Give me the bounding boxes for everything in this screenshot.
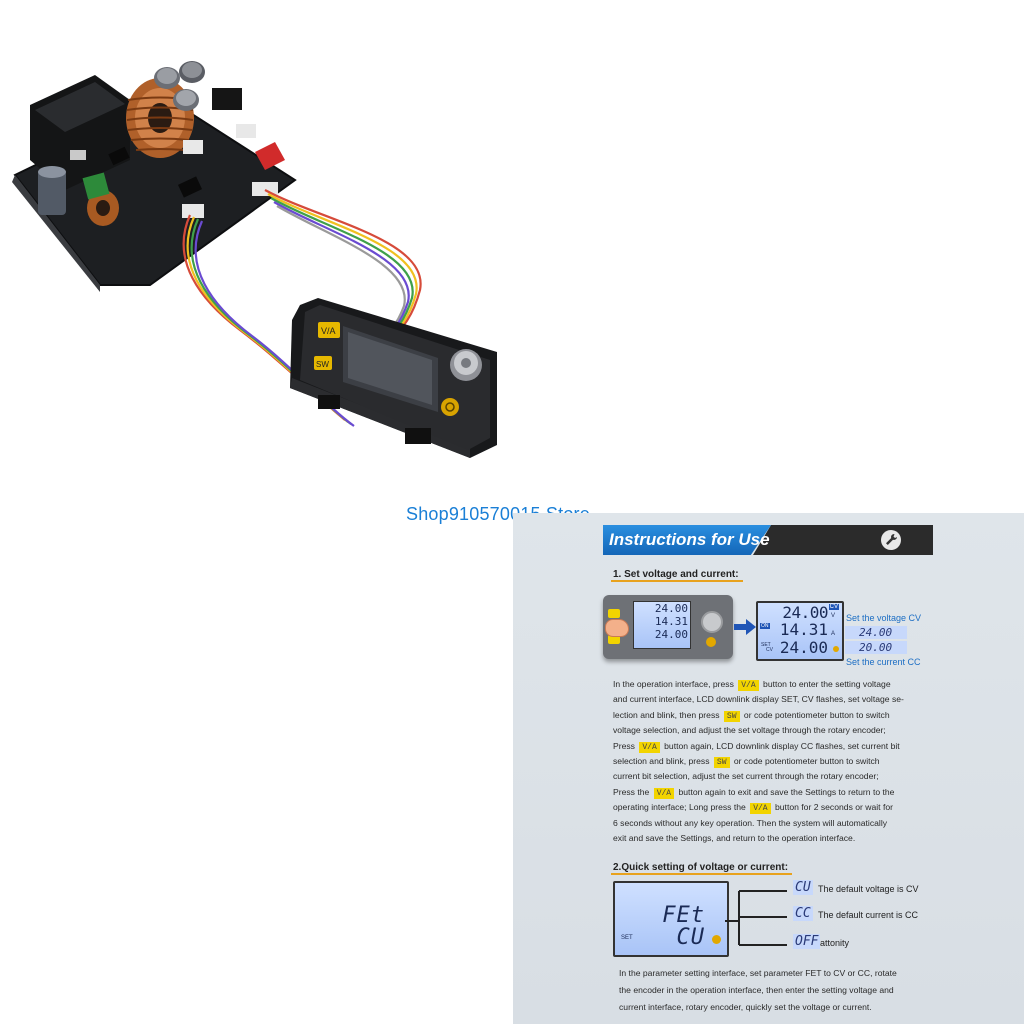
paragraph-text: exit and save the Settings, and return t… [613, 833, 856, 844]
option-label: attonity [820, 938, 850, 948]
button-tag: V/A [750, 803, 771, 815]
option-code: OFF [793, 934, 821, 949]
paragraph-line: Press the V/A button again to exit and s… [613, 785, 918, 800]
paragraph-text: voltage selection, and adjust the set vo… [613, 725, 886, 736]
paragraph-text: operating interface; Long press the [613, 802, 749, 813]
section1-heading: 1. Set voltage and current: [611, 569, 743, 582]
paragraph-line: In the operation interface, press V/A bu… [613, 677, 918, 692]
svg-text:SW: SW [316, 360, 329, 369]
paragraph-line: In the parameter setting interface, set … [619, 968, 897, 978]
display-module: V/A SW [290, 298, 497, 458]
section2-paragraph: In the parameter setting interface, set … [619, 965, 919, 1016]
device-lcd: 24.00 14.31 24.00 [633, 601, 691, 649]
paragraph-text: current bit selection, adjust the set cu… [613, 771, 879, 782]
paragraph-text: button again, LCD downlink display CC fl… [661, 740, 900, 751]
paragraph-text: Press [613, 740, 638, 751]
option-bracket [725, 890, 787, 946]
button-tag: SW [723, 710, 740, 722]
paragraph-text: or code potentiometer button to switch [741, 709, 890, 720]
button-tag: SW [713, 757, 730, 769]
instructions-panel: Instructions for Use 1. Set voltage and … [513, 513, 1024, 1024]
paragraph-line: current bit selection, adjust the set cu… [613, 769, 918, 784]
device-illustration: 24.00 14.31 24.00 [603, 595, 733, 659]
arrow-right-icon [734, 619, 756, 635]
paragraph-line: selection and blink, press SW or code po… [613, 754, 918, 769]
section1-paragraph: In the operation interface, press V/A bu… [613, 677, 918, 846]
paragraph-text: Press the [613, 786, 652, 797]
sw-button-icon [314, 356, 332, 370]
pcb-board [12, 61, 297, 292]
paragraph-line: the encoder in the operation interface, … [619, 985, 894, 995]
option-code: CC [793, 906, 813, 921]
paragraph-line: operating interface; Long press the V/A … [613, 800, 918, 815]
paragraph-line: and current interface, LCD downlink disp… [613, 692, 918, 707]
paragraph-text: button to enter the setting voltage [760, 679, 891, 689]
paragraph-line: voltage selection, and adjust the set vo… [613, 723, 918, 738]
side-values: 24.00 20.00 [845, 626, 907, 654]
fet-lcd: FEt CU SET [613, 881, 729, 957]
button-tag: V/A [738, 680, 759, 691]
instructions-title: Instructions for Use [609, 530, 770, 549]
paragraph-text: 6 seconds without any key operation. The… [613, 817, 888, 828]
option-label: The default voltage is CV [818, 884, 919, 894]
button-tag: V/A [639, 741, 660, 753]
paragraph-text: and current interface, LCD downlink disp… [613, 694, 904, 705]
paragraph-text: In the operation interface, press [613, 679, 737, 689]
va-button-icon [318, 322, 340, 338]
button-tag: V/A [653, 787, 675, 799]
paragraph-text: lection and blink, then press [613, 709, 722, 720]
paragraph-text: button again to exit and save the Settin… [676, 786, 895, 797]
section2-heading: 2.Quick setting of voltage or current: [610, 862, 793, 875]
note-set-current: Set the current CC [846, 657, 921, 667]
paragraph-text: selection and blink, press [613, 756, 712, 767]
paragraph-line: lection and blink, then press SW or code… [613, 708, 918, 723]
paragraph-text: or code potentiometer button to switch [731, 756, 880, 767]
product-photo: V/A SW [12, 61, 497, 458]
hand-pointer-icon [605, 619, 629, 637]
wrench-icon [881, 530, 901, 550]
option-code: CU [793, 880, 813, 895]
paragraph-text: button for 2 seconds or wait for [772, 802, 893, 813]
svg-text:V/A: V/A [321, 326, 336, 336]
instructions-title-bar: Instructions for Use [603, 525, 943, 555]
paragraph-line: exit and save the Settings, and return t… [613, 831, 918, 846]
paragraph-line: current interface, rotary encoder, quick… [619, 1002, 872, 1012]
setting-lcd: ON 24.00 CV V 14.31 A SET CV 24.00 [756, 601, 844, 661]
paragraph-line: Press V/A button again, LCD downlink dis… [613, 739, 918, 754]
option-label: The default current is CC [818, 910, 919, 920]
note-set-voltage: Set the voltage CV [846, 613, 922, 623]
paragraph-line: 6 seconds without any key operation. The… [613, 816, 918, 831]
